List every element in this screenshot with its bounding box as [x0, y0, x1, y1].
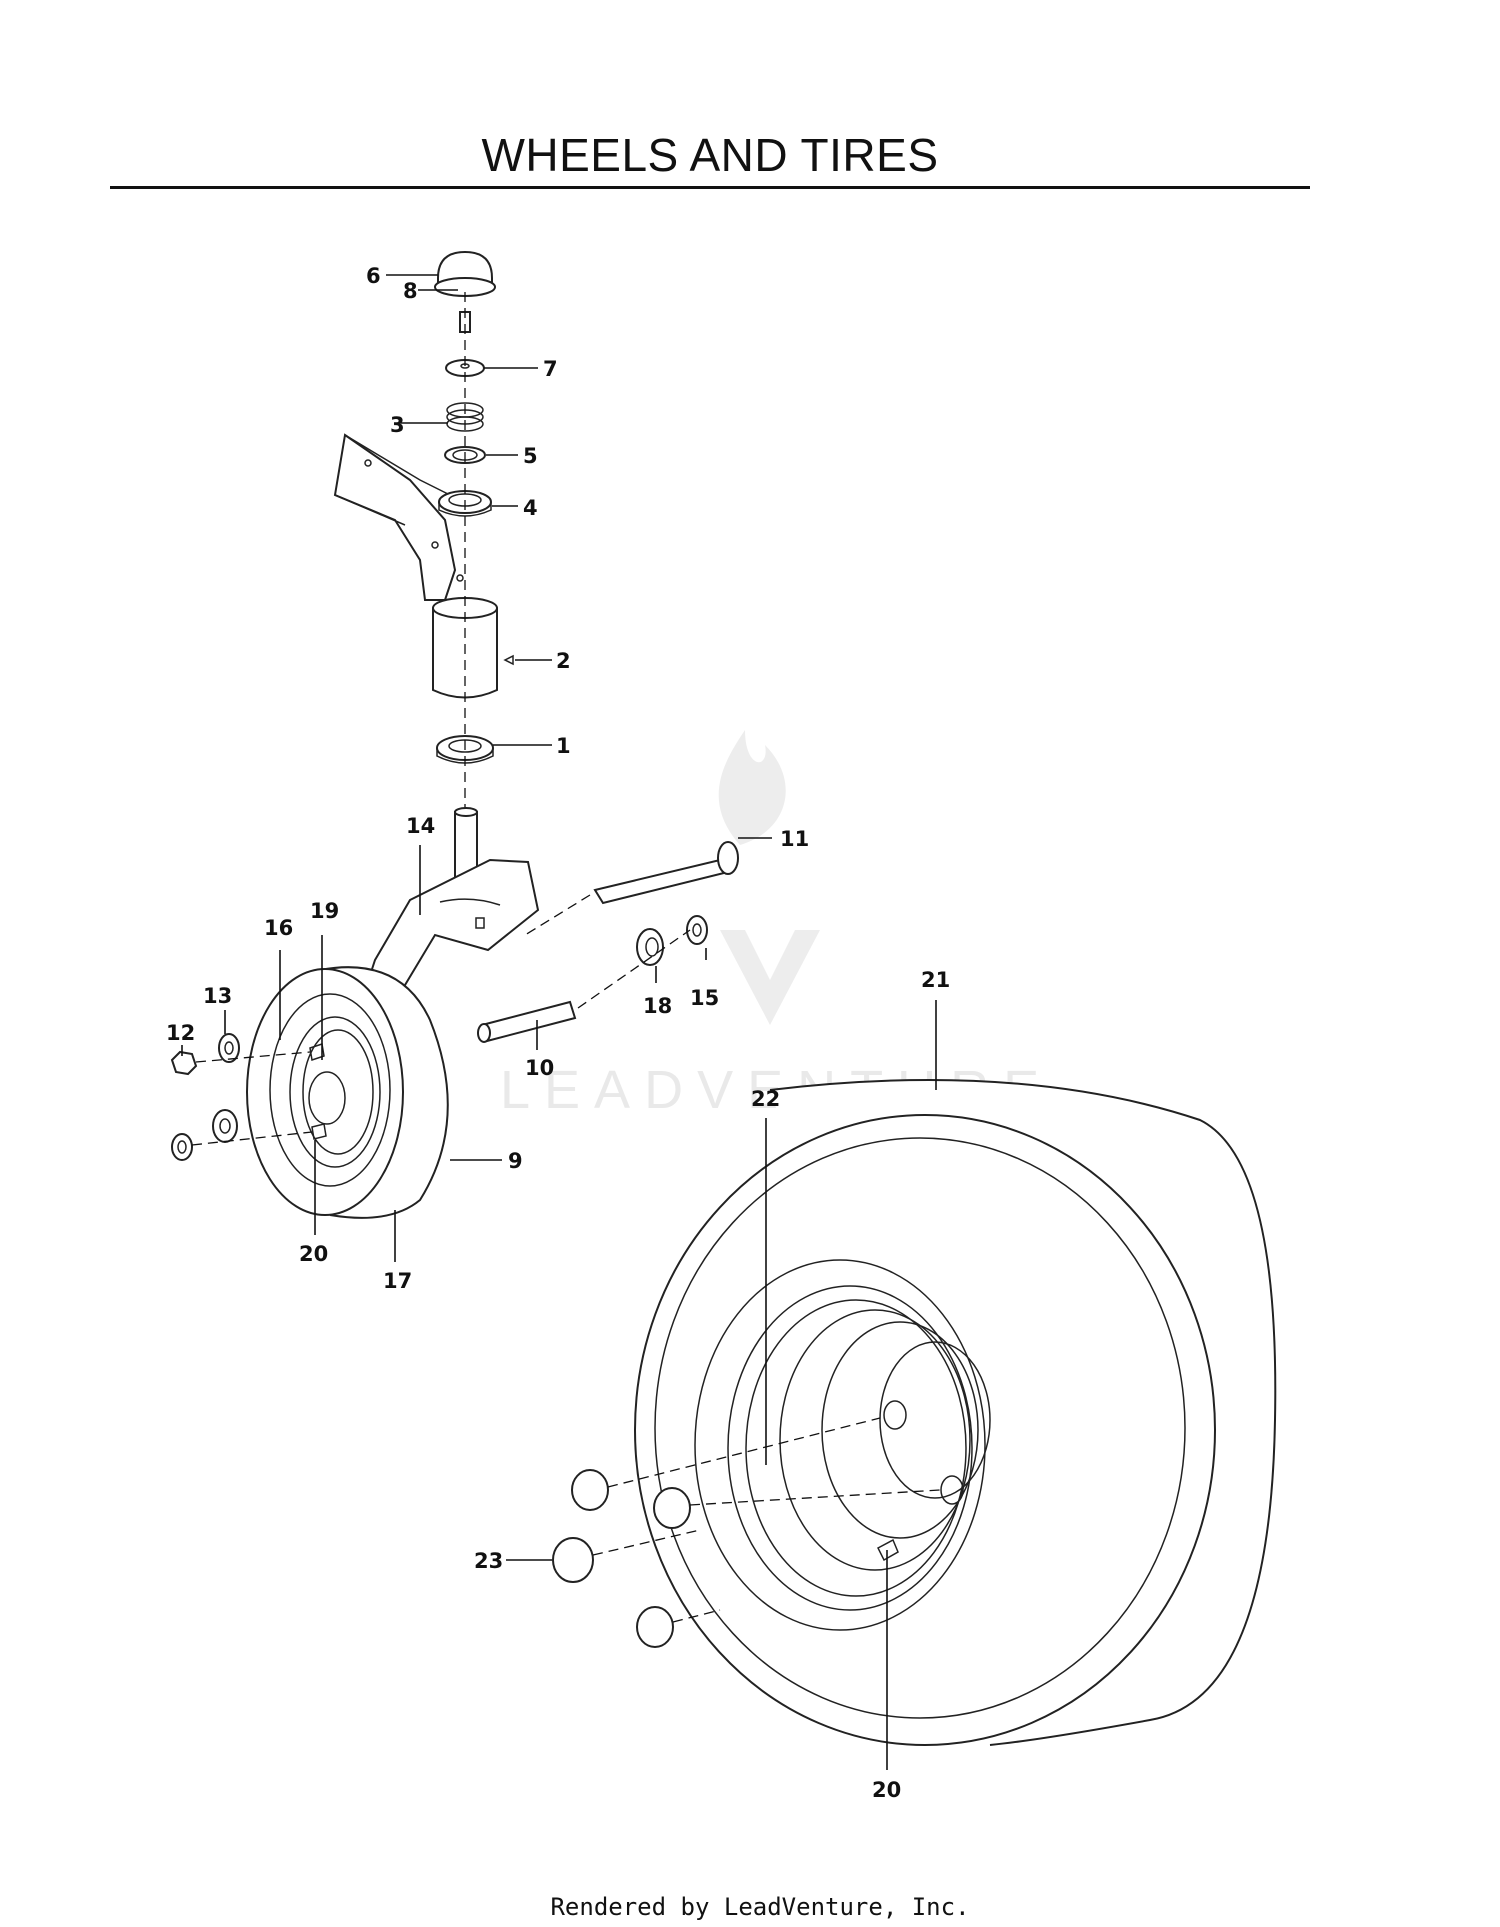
nut-left-lower: [171, 1133, 193, 1161]
callout-20-rear: 20: [872, 1778, 901, 1802]
callout-18: 18: [643, 994, 672, 1018]
lug-line-1: [607, 1417, 881, 1488]
callout-11: 11: [780, 827, 809, 851]
callout-15: 15: [690, 986, 719, 1010]
rim-part-22: [727, 1285, 991, 1611]
callout-6: 6: [366, 264, 381, 288]
nut-part-12: [170, 1050, 198, 1076]
footer-credit: Rendered by LeadVenture, Inc.: [550, 1893, 970, 1921]
callout-17: 17: [383, 1269, 412, 1293]
callout-10: 10: [525, 1056, 554, 1080]
washer-part-13: [218, 1033, 240, 1063]
spindle-tube: [432, 597, 514, 699]
leader-lines: [181, 274, 937, 1770]
spacer-part-10: [477, 1000, 577, 1043]
washer-left-lower: [212, 1109, 238, 1143]
bushing-part-18: [636, 928, 664, 966]
page-title: WHEELS AND TIRES: [481, 129, 939, 181]
lug-nuts-part-23: [552, 1469, 691, 1648]
lug-line-3: [592, 1529, 701, 1556]
caster-arm: [333, 433, 464, 601]
callout-labels: 6 8 7 3 5 4 2 1 11 14 19 16 13 12 15 18 …: [166, 264, 950, 1802]
callout-23: 23: [474, 1549, 503, 1573]
rear-tire-part-21: [634, 1079, 1277, 1746]
washer-part-15: [686, 915, 708, 945]
callout-20-front: 20: [299, 1242, 328, 1266]
callout-1: 1: [556, 734, 571, 758]
callout-22: 22: [751, 1087, 780, 1111]
front-stud-line-lower: [191, 1131, 313, 1146]
callout-2: 2: [556, 649, 571, 673]
callout-8: 8: [403, 279, 418, 303]
callout-12: 12: [166, 1021, 195, 1045]
callout-5: 5: [523, 444, 538, 468]
callout-14: 14: [406, 814, 435, 838]
caster-wheel-part-9: [246, 966, 449, 1219]
callout-9: 9: [508, 1149, 523, 1173]
lug-line-4: [672, 1609, 721, 1623]
callout-7: 7: [543, 357, 558, 381]
callout-21: 21: [921, 968, 950, 992]
axle-axis-line: [577, 929, 691, 1009]
callout-13: 13: [203, 984, 232, 1008]
bolt-part-11: [593, 841, 739, 905]
callout-3: 3: [390, 413, 405, 437]
callout-19: 19: [310, 899, 339, 923]
callout-4: 4: [523, 496, 538, 520]
dust-cap-part-6: [434, 250, 496, 297]
callout-16: 16: [264, 916, 293, 940]
title-divider: [110, 186, 1310, 189]
lug-line-2: [689, 1489, 941, 1506]
front-stud-line-upper: [195, 1051, 311, 1063]
leadventure-watermark: LEADVENTURE: [500, 730, 1039, 1120]
bolt-axis-line: [524, 894, 591, 936]
caster-fork-part-14: [360, 807, 540, 1012]
